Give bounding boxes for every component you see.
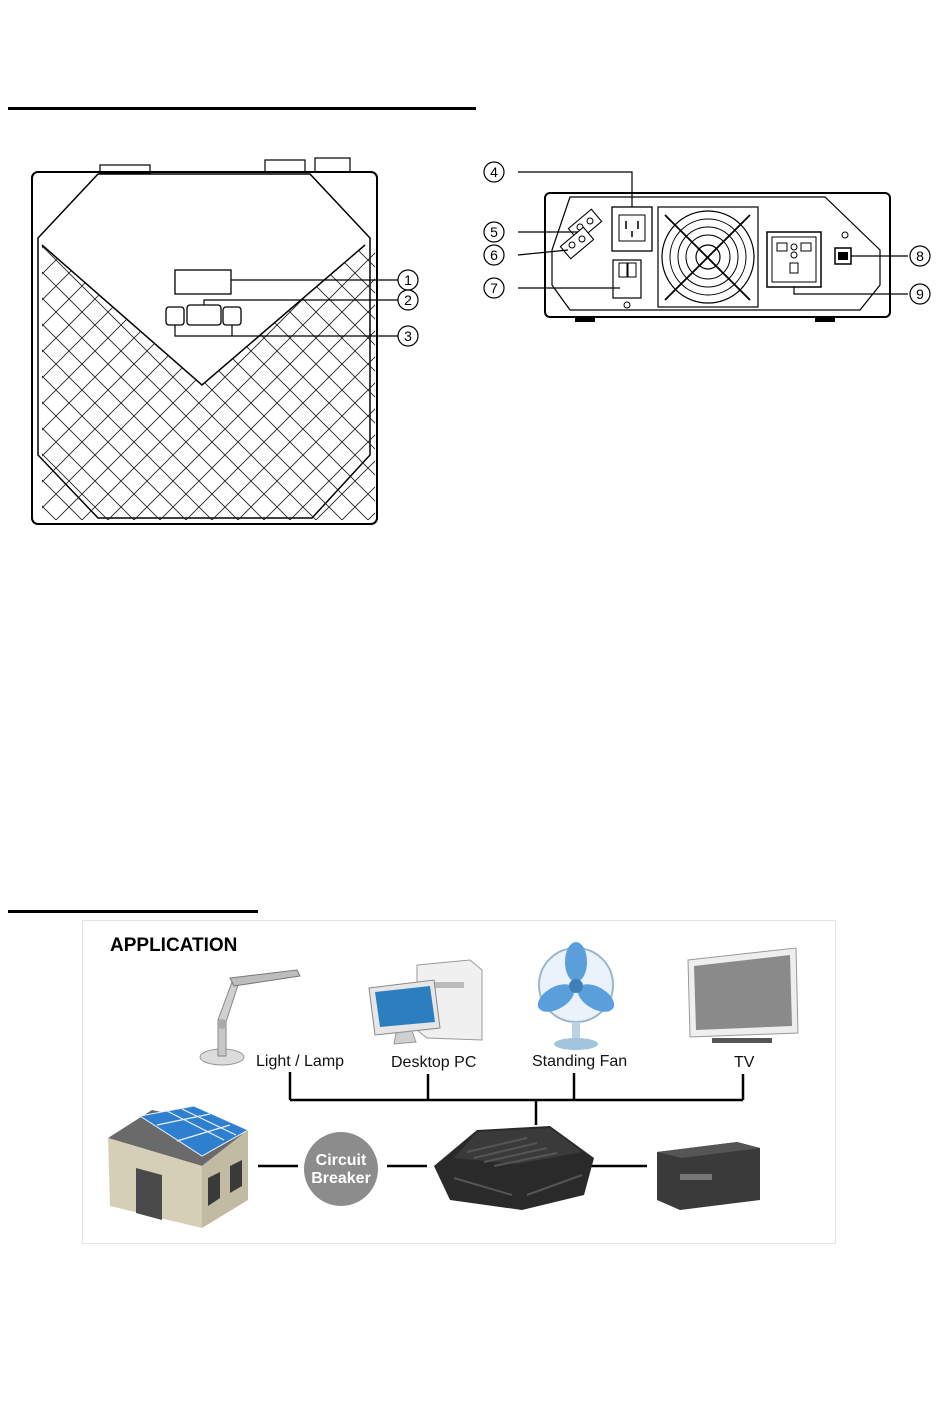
callout-3: 3 xyxy=(398,326,418,346)
circuit-breaker-line2: Breaker xyxy=(311,1170,371,1187)
fuse-holders xyxy=(560,209,601,259)
rear-panel-drawing: 4 5 6 7 8 9 xyxy=(480,155,940,335)
circuit-breaker-icon: Circuit Breaker xyxy=(304,1132,378,1206)
section-rule-top xyxy=(8,107,476,110)
svg-text:1: 1 xyxy=(404,272,412,288)
callout-7: 7 xyxy=(484,278,504,298)
callout-6: 6 xyxy=(484,245,504,265)
application-diagram: Light / Lamp Desktop PC Standing Fan TV xyxy=(82,920,837,1245)
front-panel-diagram: 1 2 3 xyxy=(20,150,440,535)
lcd-display xyxy=(175,270,231,294)
callout-5: 5 xyxy=(484,222,504,242)
callout-8: 8 xyxy=(910,246,930,266)
breaker-switch xyxy=(613,260,641,308)
rear-panel-diagram: 4 5 6 7 8 9 xyxy=(480,155,940,335)
power-button xyxy=(187,305,221,325)
right-button xyxy=(223,307,241,325)
tv-icon xyxy=(688,948,798,1043)
svg-text:3: 3 xyxy=(404,328,412,344)
svg-text:5: 5 xyxy=(490,224,498,240)
svg-text:8: 8 xyxy=(916,248,924,264)
rj-port xyxy=(835,232,851,264)
application-title: APPLICATION xyxy=(110,935,237,956)
label-tv: TV xyxy=(734,1054,755,1071)
battery-icon xyxy=(657,1142,760,1210)
callout-9: 9 xyxy=(910,284,930,304)
svg-text:6: 6 xyxy=(490,247,498,263)
svg-text:9: 9 xyxy=(916,286,924,302)
ac-inlet xyxy=(612,207,652,251)
callout-1: 1 xyxy=(398,270,418,290)
label-light-lamp: Light / Lamp xyxy=(256,1053,344,1070)
callout-4: 4 xyxy=(484,162,504,182)
svg-text:2: 2 xyxy=(404,292,412,308)
front-panel-drawing: 1 2 3 xyxy=(20,150,440,535)
universal-outlet xyxy=(767,232,821,287)
svg-text:4: 4 xyxy=(490,164,498,180)
callout-2: 2 xyxy=(398,290,418,310)
left-button xyxy=(166,307,184,325)
label-standing-fan: Standing Fan xyxy=(532,1053,627,1070)
section-rule-application xyxy=(8,910,258,913)
svg-text:7: 7 xyxy=(490,280,498,296)
circuit-breaker-line1: Circuit xyxy=(316,1152,367,1169)
application-drawing: Light / Lamp Desktop PC Standing Fan TV xyxy=(82,920,837,1245)
cooling-fan xyxy=(658,207,758,307)
label-desktop-pc: Desktop PC xyxy=(391,1054,476,1071)
